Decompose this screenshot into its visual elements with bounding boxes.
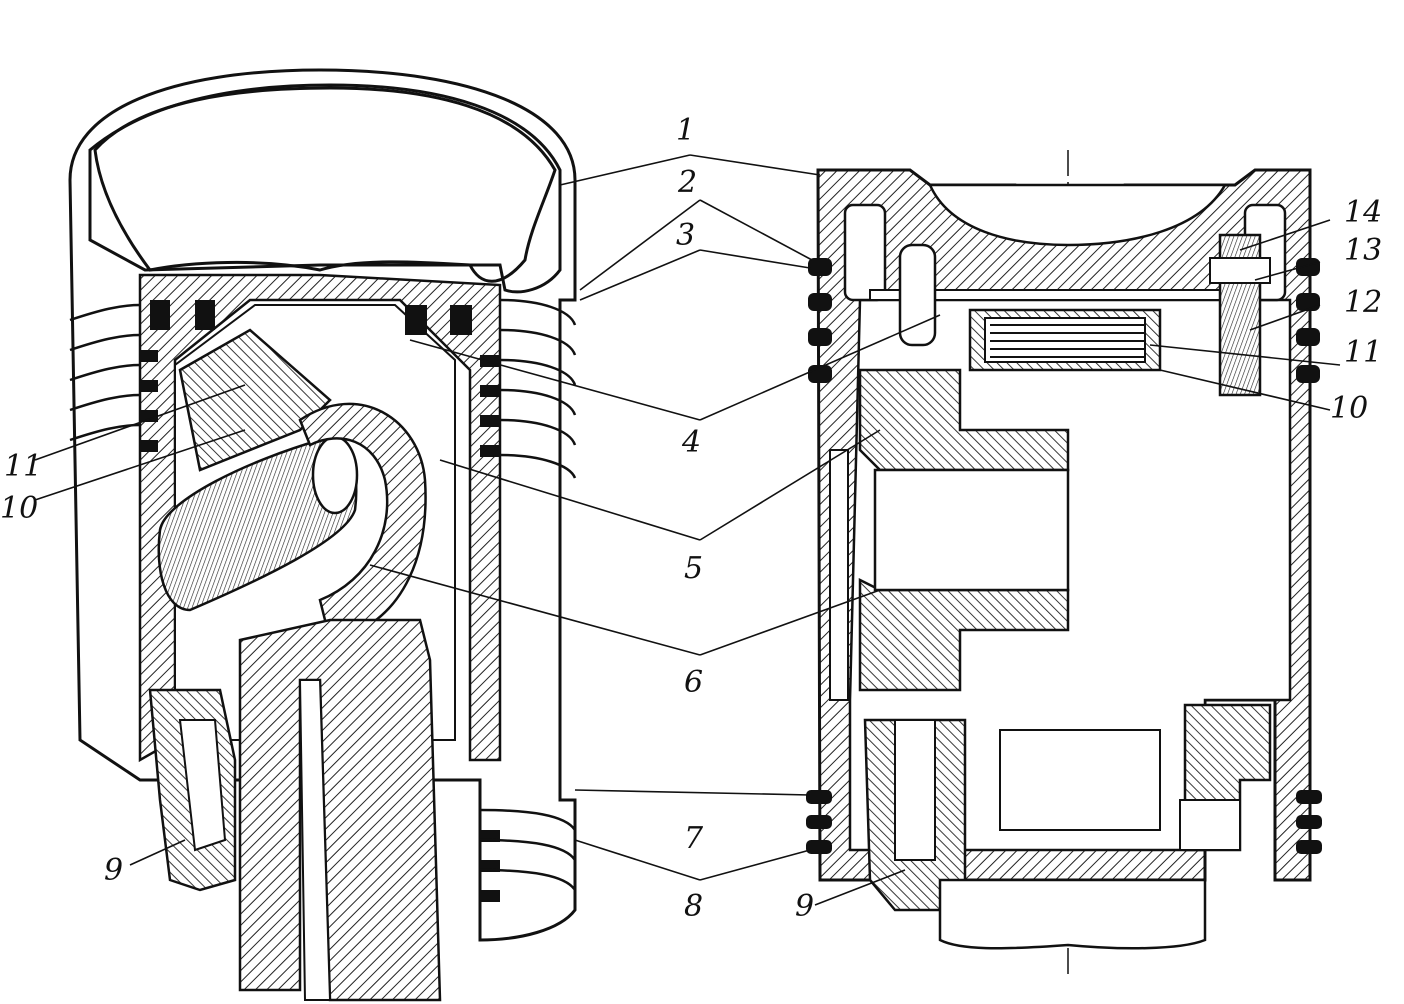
label-3: 3 — [676, 218, 695, 253]
left-piston-cutaway — [68, 68, 577, 1002]
callout-labels: 1 2 3 4 5 6 7 8 9 9 10 11 10 11 12 13 14 — [0, 113, 1382, 924]
label-1: 1 — [676, 113, 695, 148]
left-retainer — [148, 688, 237, 892]
label-13: 13 — [1344, 233, 1382, 268]
right-bolt — [1209, 233, 1271, 397]
pin-boss — [858, 368, 1070, 692]
label-10-left: 10 — [0, 491, 38, 526]
leader-lines — [34, 154, 1341, 906]
lower-skirt — [863, 703, 1272, 950]
connecting-rod — [238, 618, 442, 1002]
right-piston-section — [806, 150, 1322, 980]
label-6: 6 — [684, 665, 703, 700]
label-14: 14 — [1344, 195, 1382, 230]
label-2: 2 — [677, 165, 697, 200]
label-10-right: 10 — [1330, 391, 1368, 426]
label-11-left: 11 — [4, 449, 42, 484]
label-5: 5 — [684, 551, 703, 586]
label-7: 7 — [684, 821, 704, 856]
label-12: 12 — [1344, 285, 1382, 320]
label-9-right: 9 — [795, 889, 814, 924]
label-11-right: 11 — [1344, 335, 1382, 370]
spring-pack — [968, 308, 1162, 372]
label-9-left: 9 — [104, 853, 123, 888]
label-4: 4 — [681, 425, 701, 460]
label-8: 8 — [684, 889, 703, 924]
piston-pin — [157, 435, 359, 612]
outer-rings — [69, 298, 577, 891]
top-ribs — [150, 300, 472, 335]
